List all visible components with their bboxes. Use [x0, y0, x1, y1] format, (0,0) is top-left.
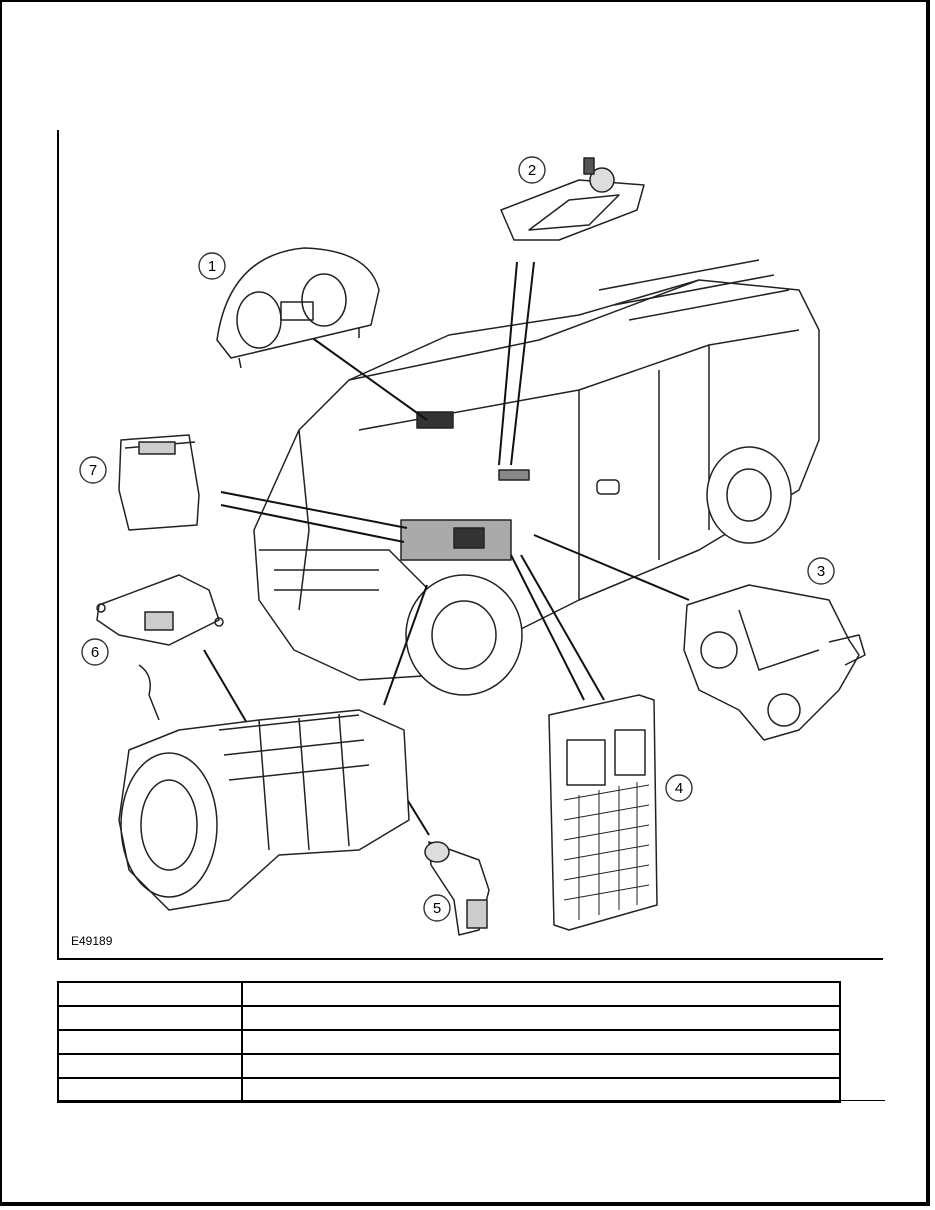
electronic-module-icon: [118, 434, 200, 531]
transfer-box-icon: [683, 584, 866, 741]
callout-2: [518, 156, 546, 184]
callout-6: [81, 638, 109, 666]
control-module-icon: [96, 574, 224, 646]
legend-item-cell: [57, 981, 243, 1007]
speed-sensor-icon: [424, 841, 490, 936]
legend-item-cell: [57, 1029, 243, 1055]
bottom-rule: [57, 1100, 885, 1101]
legend-description-cell: [241, 1053, 841, 1079]
callout-label-4: 4: [675, 780, 683, 797]
legend-description-cell: [241, 1005, 841, 1031]
gear-selector-panel-icon: [500, 157, 645, 241]
table-row: [57, 1053, 841, 1079]
callout-label-7: 7: [89, 462, 97, 479]
table-row: [57, 1077, 841, 1103]
callout-4: [665, 774, 693, 802]
legend-table: [57, 981, 841, 1103]
component-location-figure: 1 2 3 4 5 6 7 E49189: [57, 130, 883, 960]
legend-description-cell: [241, 981, 841, 1007]
legend-item-cell: [57, 1005, 243, 1031]
vehicle-icon: [253, 259, 820, 696]
callout-label-1: 1: [208, 258, 216, 275]
fuse-box-module-icon: [548, 694, 658, 931]
callout-label-2: 2: [528, 162, 536, 179]
callout-7: [79, 456, 107, 484]
table-row: [57, 981, 841, 1007]
callout-label-6: 6: [91, 644, 99, 661]
legend-item-cell: [57, 1077, 243, 1103]
legend-item-cell: [57, 1053, 243, 1079]
legend-description-cell: [241, 1077, 841, 1103]
callout-1: [198, 252, 226, 280]
callout-3: [807, 557, 835, 585]
table-row: [57, 1029, 841, 1055]
callout-5: [423, 894, 451, 922]
figure-illustration: 1 2 3 4 5 6 7: [79, 156, 866, 936]
callout-label-3: 3: [817, 563, 825, 580]
figure-reference-id: E49189: [71, 934, 113, 948]
callout-label-5: 5: [433, 900, 441, 917]
leader-lines: [203, 261, 690, 836]
instrument-cluster-icon: [216, 247, 380, 369]
gearbox-icon: [118, 664, 410, 911]
table-row: [57, 1005, 841, 1031]
legend-description-cell: [241, 1029, 841, 1055]
